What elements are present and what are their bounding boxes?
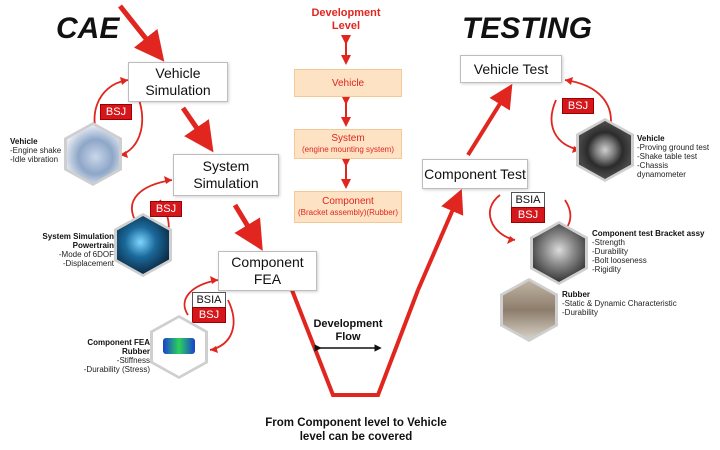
bsj-badge-component-test: BSJ — [511, 207, 545, 223]
cae-component-item-2: -Durability (Stress) — [83, 365, 150, 374]
component-fea-box: Component FEA — [218, 251, 317, 291]
level-vehicle-label: Vehicle — [331, 77, 365, 89]
bsj-badge-component-fea: BSJ — [192, 307, 226, 323]
bsia-badge-component-fea: BSIA — [192, 292, 226, 308]
cae-component-label: Component FEA Rubber -Stiffness -Durabil… — [60, 338, 150, 374]
vehicle-test-label: Vehicle Test — [473, 60, 549, 77]
testing-bracket-item-4: -Rigidity — [592, 265, 621, 274]
fea-mesh-shape — [163, 338, 195, 354]
vehicle-test-wheel-image — [579, 121, 631, 179]
cae-component-item-1: -Stiffness — [116, 356, 150, 365]
testing-rubber-item-2: -Durability — [562, 308, 599, 317]
cae-system-title: System Simulation Powertrain — [42, 232, 114, 250]
cae-system-item-1: -Mode of 6DOF — [58, 250, 114, 259]
testing-heading: TESTING — [462, 12, 593, 45]
testing-rubber-label: Rubber -Static & Dynamic Characteristic … — [562, 290, 702, 317]
dev-flow-line1: Development — [313, 318, 383, 330]
system-sim-line2: Simulation — [193, 175, 259, 191]
testing-rubber-item-1: -Static & Dynamic Characteristic — [562, 299, 677, 308]
component-test-box: Component Test — [422, 159, 528, 189]
bsj-badge-vehicle-test: BSJ — [562, 98, 594, 114]
level-system: System (engine mounting system) — [294, 129, 402, 159]
dev-level-title: Development Level — [300, 7, 392, 33]
vehicle-car-model-image — [67, 125, 119, 183]
component-fea-line2: FEA — [253, 271, 282, 287]
testing-vehicle-label: Vehicle -Proving ground test -Shake tabl… — [637, 134, 719, 179]
cae-component-title: Component FEA Rubber — [87, 338, 150, 356]
testing-bracket-label: Component test Bracket assy -Strength -D… — [592, 229, 718, 274]
v-flow-line — [288, 284, 420, 397]
dev-flow-line2: Flow — [335, 331, 361, 343]
level-vehicle: Vehicle — [294, 69, 402, 97]
testing-bracket-item-1: -Strength — [592, 238, 625, 247]
cae-heading: CAE — [56, 12, 120, 45]
system-sim-line1: System — [202, 158, 250, 174]
bottom-caption: From Component level to Vehicle level ca… — [236, 416, 476, 444]
vehicle-sim-line1: Vehicle — [155, 65, 201, 81]
arrow-into-vehicle-sim — [118, 4, 165, 62]
bsj-badge-system-sim: BSJ — [150, 201, 182, 217]
bsia-badge-component-test: BSIA — [511, 192, 545, 208]
arrow-to-component-test — [416, 188, 464, 291]
caption-line1: From Component level to Vehicle — [265, 417, 447, 429]
bsj-badge-vehicle-sim: BSJ — [100, 104, 132, 120]
component-fea-line1: Component — [231, 254, 304, 270]
testing-vehicle-item-1: -Proving ground test — [637, 143, 710, 152]
component-test-label: Component Test — [424, 165, 526, 182]
testing-vehicle-title: Vehicle — [637, 134, 665, 143]
level-system-sub: (engine mounting system) — [301, 145, 395, 154]
caption-line2: level can be covered — [299, 431, 413, 443]
testing-bracket-item-3: -Bolt looseness — [592, 256, 647, 265]
testing-bracket-title: Component test Bracket assy — [592, 229, 705, 238]
vehicle-simulation-box: Vehicle Simulation — [128, 62, 228, 102]
level-system-label: System — [331, 133, 365, 144]
level-component-label: Component — [322, 196, 374, 207]
vehicle-test-box: Vehicle Test — [460, 55, 562, 83]
testing-bracket-item-2: -Durability — [592, 247, 629, 256]
level-component: Component (Bracket assembly)(Rubber) — [294, 191, 402, 223]
cae-vehicle-title: Vehicle — [10, 137, 38, 146]
testing-vehicle-item-2: -Shake table test — [637, 152, 698, 161]
arrow-system-to-fea — [232, 203, 263, 251]
cae-vehicle-item-2: -Idle vibration — [10, 155, 59, 164]
cae-system-label: System Simulation Powertrain -Mode of 6D… — [2, 232, 114, 268]
dev-level-line1: Development — [311, 7, 381, 19]
system-simulation-box: System Simulation — [173, 154, 279, 196]
bracket-test-image — [533, 224, 585, 282]
vehicle-sim-line2: Simulation — [145, 82, 211, 98]
dev-flow-label: Development Flow — [306, 318, 390, 344]
arrow-vehicle-to-system — [180, 106, 214, 153]
cae-vehicle-label: Vehicle -Engine shake -Idle vibration — [10, 137, 70, 164]
dev-level-line2: Level — [331, 20, 361, 32]
cae-system-item-2: -Displacement — [62, 259, 114, 268]
level-component-sub: (Bracket assembly)(Rubber) — [297, 208, 399, 217]
arrow-to-vehicle-test — [466, 83, 513, 157]
testing-rubber-title: Rubber — [562, 290, 590, 299]
cae-vehicle-item-1: -Engine shake — [10, 146, 62, 155]
testing-vehicle-item-3: -Chassis dynamometer — [637, 161, 686, 179]
